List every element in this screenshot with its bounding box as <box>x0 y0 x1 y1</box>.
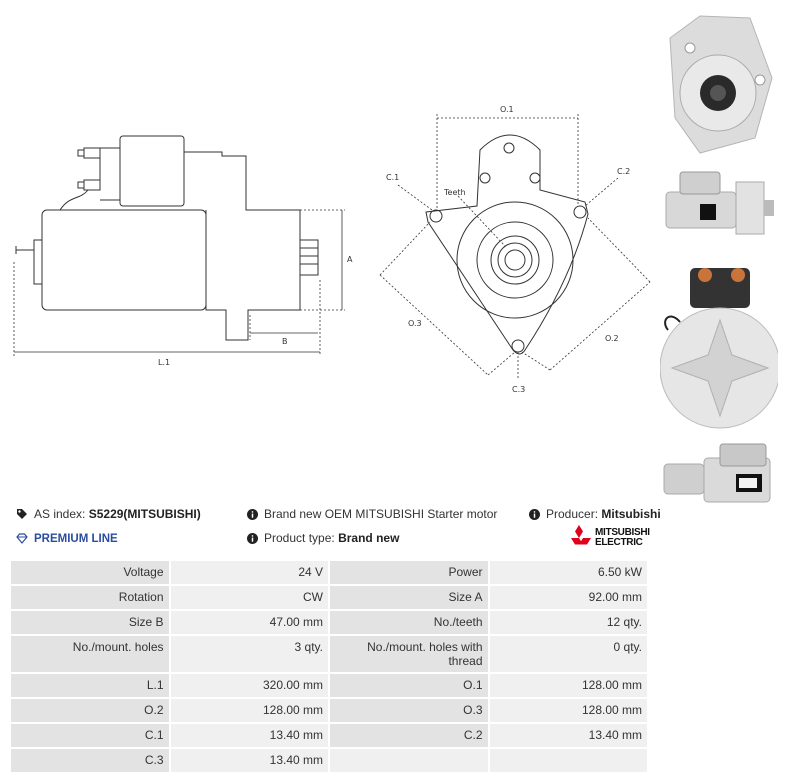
spec-label: No./teeth <box>330 611 488 634</box>
diamond-icon <box>16 533 28 544</box>
spec-value: 3 qty. <box>170 636 328 672</box>
spec-label: Size A <box>330 586 488 609</box>
spec-label: O.2 <box>11 699 169 722</box>
spec-label: Voltage <box>11 561 169 584</box>
product-description: Brand new OEM MITSUBISHI Starter motor <box>264 507 498 521</box>
producer-value: Mitsubishi <box>601 507 661 521</box>
product-type-label: Product type: <box>264 531 335 545</box>
photo-angled-view[interactable] <box>660 438 778 518</box>
spec-value <box>489 749 647 772</box>
teeth-label: Teeth <box>443 188 466 197</box>
photo-rear-view[interactable] <box>660 250 778 432</box>
spec-label: No./mount. holes with thread <box>330 636 488 672</box>
spec-value: 13.40 mm <box>170 749 328 772</box>
photo-front-view[interactable] <box>660 8 778 158</box>
spec-label: C.1 <box>11 724 169 747</box>
spec-value: 24 V <box>170 561 328 584</box>
solenoid-outline <box>119 135 185 207</box>
l1-label: L.1 <box>158 358 170 367</box>
spec-value: 13.40 mm <box>489 724 647 747</box>
technical-drawing: L.1 A B O.1 C.1 C.2 Teeth O.3 O.2 C.3 <box>13 105 651 394</box>
spec-label: Size B <box>11 611 169 634</box>
c2-label: C.2 <box>617 167 630 176</box>
info-icon <box>247 533 258 544</box>
a-label: A <box>347 255 353 264</box>
o2-label: O.2 <box>605 334 619 343</box>
o3-label: O.3 <box>408 319 422 328</box>
o1-label: O.1 <box>500 105 514 114</box>
description-row: Brand new OEM MITSUBISHI Starter motor <box>247 507 497 521</box>
spec-value: 47.00 mm <box>170 611 328 634</box>
spec-value: 128.00 mm <box>489 699 647 722</box>
spec-label: C.2 <box>330 724 488 747</box>
producer-row: Producer: Mitsubishi <box>529 507 661 521</box>
spec-value: CW <box>170 586 328 609</box>
spec-value: 12 qty. <box>489 611 647 634</box>
spec-label <box>330 749 488 772</box>
spec-label: Rotation <box>11 586 169 609</box>
spec-value: 128.00 mm <box>489 674 647 697</box>
motor-body-outline <box>41 209 207 311</box>
o3-dimension-line <box>379 274 489 376</box>
mount-hole-c2 <box>573 205 587 219</box>
product-type-value: Brand new <box>338 531 400 545</box>
spec-value: 320.00 mm <box>170 674 328 697</box>
producer-label: Producer: <box>546 507 599 521</box>
b-label: B <box>282 337 288 346</box>
spec-label: C.3 <box>11 749 169 772</box>
pinion-gear <box>490 235 540 285</box>
as-index-value: S5229(MITSUBISHI) <box>88 507 201 521</box>
logo-line-1: MITSUBISHI <box>595 527 650 538</box>
spec-label: L.1 <box>11 674 169 697</box>
premium-line-label: PREMIUM LINE <box>34 533 118 545</box>
three-diamonds-icon <box>571 525 591 545</box>
photo-side-view[interactable] <box>660 162 778 244</box>
spec-value: 0 qty. <box>489 636 647 672</box>
spec-value: 13.40 mm <box>170 724 328 747</box>
mount-hole-c1 <box>429 209 443 223</box>
spec-label: Power <box>330 561 488 584</box>
tag-icon <box>17 509 27 519</box>
o2-dimension-line <box>549 281 651 371</box>
premium-line-badge: PREMIUM LINE <box>16 531 118 545</box>
as-index-label: AS index: <box>34 507 86 521</box>
info-icon <box>247 509 258 520</box>
info-icon <box>529 509 540 520</box>
c1-label: C.1 <box>386 173 399 182</box>
spec-label: O.3 <box>330 699 488 722</box>
as-index-row: AS index: S5229(MITSUBISHI) <box>16 507 201 521</box>
product-type-row: Product type: Brand new <box>247 531 399 545</box>
logo-line-2: ELECTRIC <box>595 537 643 548</box>
c3-label: C.3 <box>512 385 525 394</box>
spec-label: No./mount. holes <box>11 636 169 672</box>
spec-value: 128.00 mm <box>170 699 328 722</box>
spec-value: 92.00 mm <box>489 586 647 609</box>
mount-hole-c3 <box>511 339 525 353</box>
flange-outline <box>425 134 589 355</box>
spec-label: O.1 <box>330 674 488 697</box>
spec-value: 6.50 kW <box>489 561 647 584</box>
